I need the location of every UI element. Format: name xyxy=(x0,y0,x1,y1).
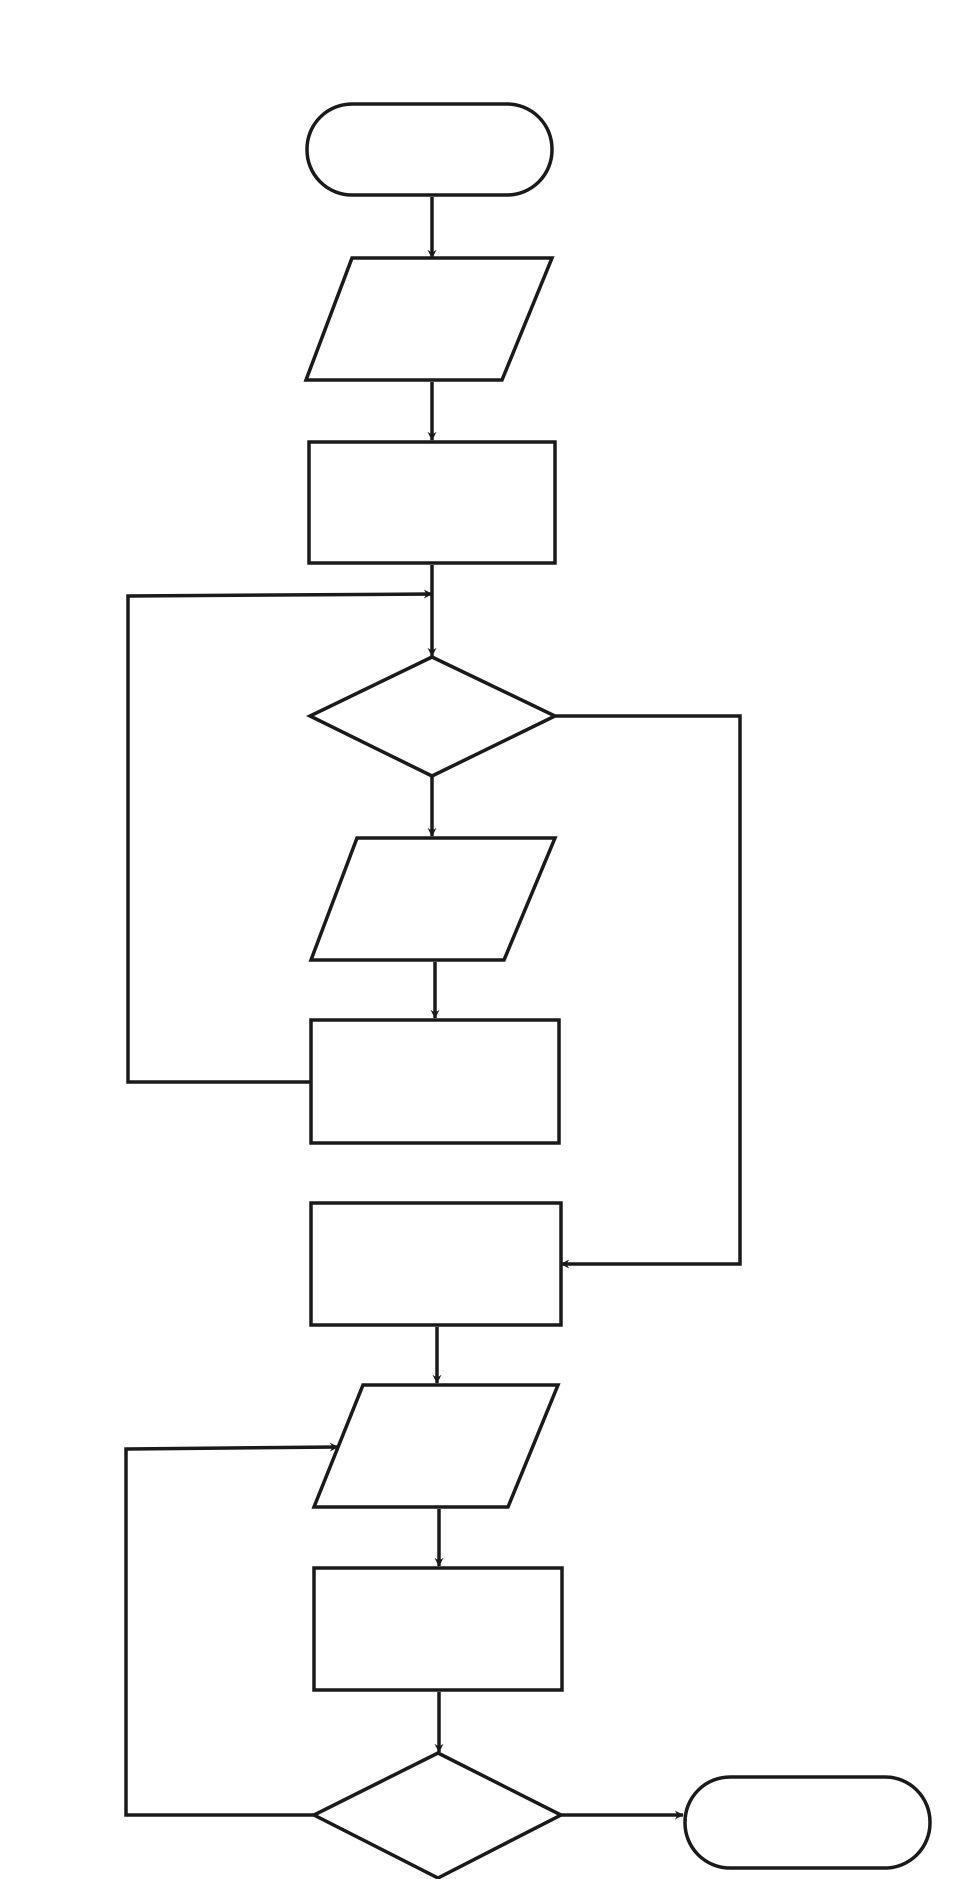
node-process-2 xyxy=(309,1018,561,1145)
node-decision-2 xyxy=(310,1751,565,1879)
rectangle-process-1 xyxy=(307,440,557,565)
rectangle-process-4 xyxy=(312,1566,564,1692)
parallelogram-input-1 xyxy=(303,256,555,382)
terminator-start xyxy=(305,102,554,197)
node-input-2 xyxy=(308,836,558,962)
edge-decision2-loop-back xyxy=(124,1442,339,1817)
node-process-3 xyxy=(309,1201,563,1327)
rectangle-process-2 xyxy=(309,1018,561,1145)
parallelogram-input-3 xyxy=(311,1383,561,1509)
terminator-end xyxy=(683,1775,932,1870)
edge-decision1-process3 xyxy=(555,714,742,1269)
node-end xyxy=(683,1775,932,1870)
node-process-4 xyxy=(312,1566,564,1692)
parallelogram-input-2 xyxy=(308,836,558,962)
node-input-3 xyxy=(311,1383,561,1509)
node-start xyxy=(305,102,554,197)
diamond-decision-1 xyxy=(306,655,560,778)
diamond-decision-2 xyxy=(310,1751,565,1879)
node-process-1 xyxy=(307,440,557,565)
rectangle-process-3 xyxy=(309,1201,563,1327)
node-input-1 xyxy=(303,256,555,382)
connectors xyxy=(124,197,742,1820)
node-decision-1 xyxy=(306,655,560,778)
edge-process2-loop-back xyxy=(126,589,433,1084)
